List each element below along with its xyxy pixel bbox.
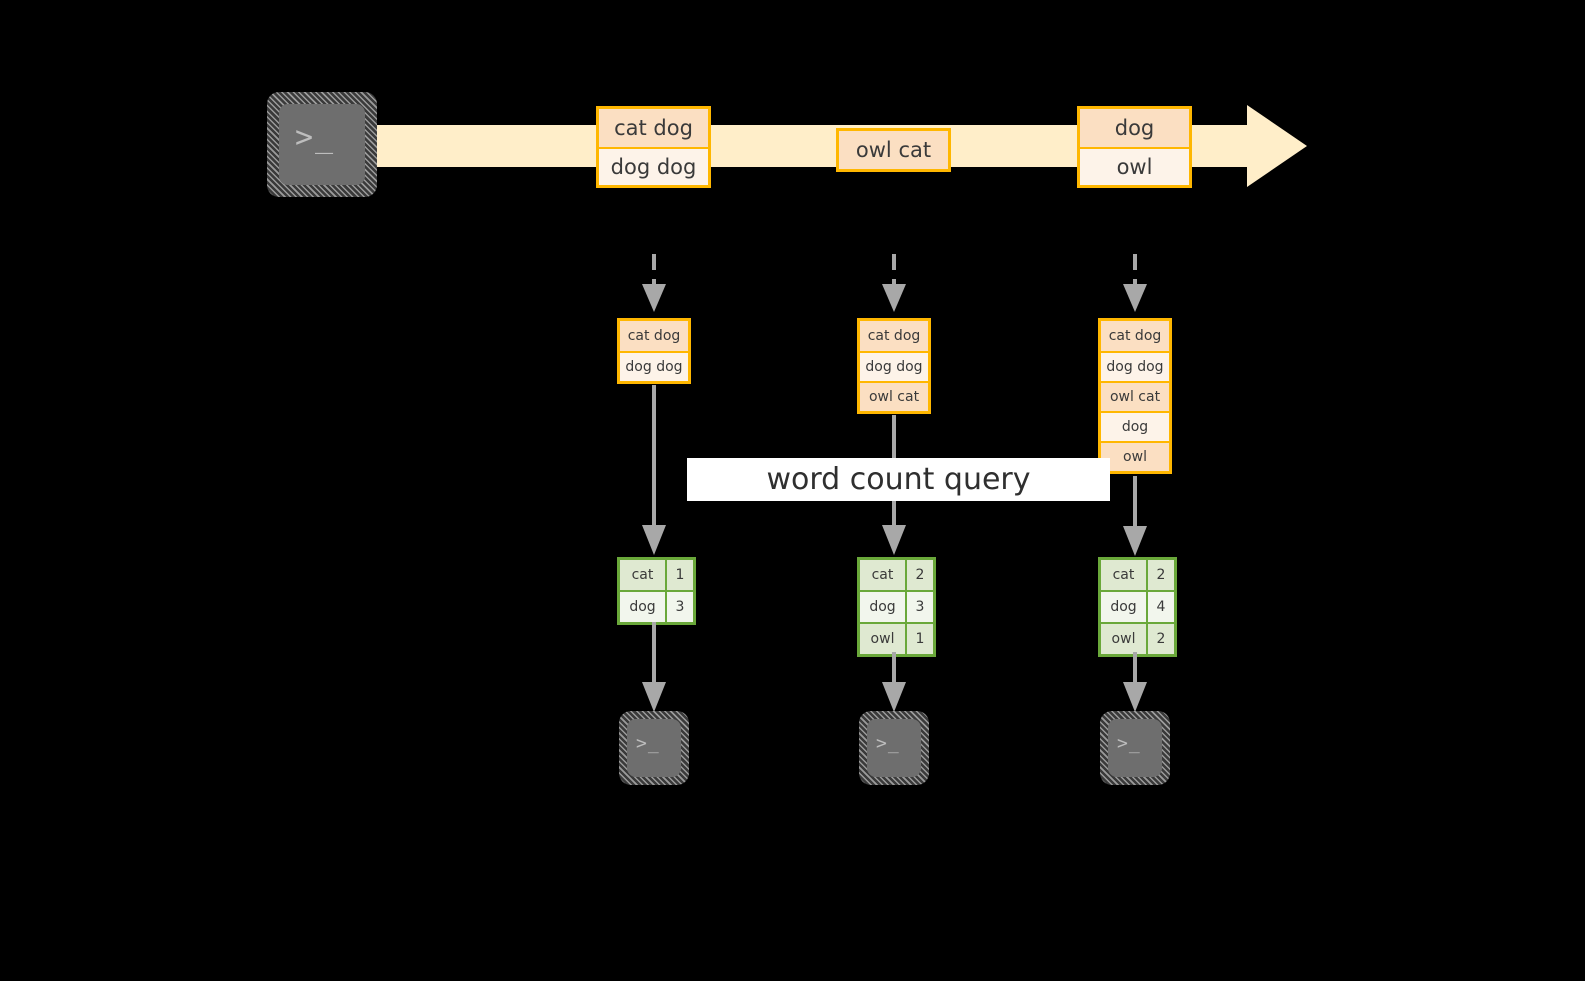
state-record: owl cat bbox=[860, 381, 928, 411]
result-table-1[interactable]: cat 1 dog 3 bbox=[617, 557, 696, 625]
sink-terminal-2[interactable]: >_ bbox=[859, 711, 929, 785]
word-cell: cat bbox=[1101, 560, 1146, 590]
dashed-down-arrow-icon bbox=[642, 284, 666, 312]
count-cell: 1 bbox=[905, 624, 933, 654]
ingest-arrow-1 bbox=[638, 254, 670, 316]
output-arrow-2 bbox=[878, 652, 910, 714]
down-arrow-icon bbox=[882, 682, 906, 712]
down-arrow-icon bbox=[642, 682, 666, 712]
stream-batch-2[interactable]: owl cat bbox=[836, 128, 951, 172]
table-row: dog 3 bbox=[620, 590, 693, 622]
table-row: dog 4 bbox=[1101, 590, 1174, 622]
word-cell: dog bbox=[1101, 592, 1146, 622]
ingest-arrow-2 bbox=[878, 254, 910, 316]
word-cell: cat bbox=[620, 560, 665, 590]
word-cell: cat bbox=[860, 560, 905, 590]
source-terminal[interactable]: >_ bbox=[267, 92, 377, 197]
stream-batch-3[interactable]: dog owl bbox=[1077, 106, 1192, 188]
state-record: cat dog bbox=[860, 321, 928, 351]
table-row: owl 1 bbox=[860, 622, 933, 654]
stream-record: owl bbox=[1080, 147, 1189, 185]
result-table-3[interactable]: cat 2 dog 4 owl 2 bbox=[1098, 557, 1177, 657]
table-row: owl 2 bbox=[1101, 622, 1174, 654]
terminal-prompt-icon: >_ bbox=[1117, 733, 1141, 754]
down-arrow-icon bbox=[1123, 526, 1147, 556]
state-record: dog dog bbox=[620, 351, 688, 381]
state-record: dog dog bbox=[860, 351, 928, 381]
count-cell: 1 bbox=[665, 560, 693, 590]
table-row: cat 2 bbox=[860, 560, 933, 590]
word-cell: dog bbox=[860, 592, 905, 622]
word-cell: owl bbox=[860, 624, 905, 654]
stream-batch-1[interactable]: cat dog dog dog bbox=[596, 106, 711, 188]
stream-record: cat dog bbox=[599, 109, 708, 147]
dashed-down-arrow-icon bbox=[882, 284, 906, 312]
accumulated-state-2[interactable]: cat dog dog dog owl cat bbox=[857, 318, 931, 414]
state-record: owl cat bbox=[1101, 381, 1169, 411]
query-banner-label: word count query bbox=[766, 462, 1031, 497]
accumulated-state-3[interactable]: cat dog dog dog owl cat dog owl bbox=[1098, 318, 1172, 474]
ingest-arrow-3 bbox=[1119, 254, 1151, 316]
count-cell: 2 bbox=[1146, 560, 1174, 590]
word-cell: owl bbox=[1101, 624, 1146, 654]
dashed-down-arrow-icon bbox=[1123, 284, 1147, 312]
stream-record: owl cat bbox=[839, 131, 948, 169]
count-cell: 4 bbox=[1146, 592, 1174, 622]
terminal-prompt-icon: >_ bbox=[295, 120, 336, 155]
down-arrow-icon bbox=[642, 525, 666, 555]
state-record: cat dog bbox=[1101, 321, 1169, 351]
table-row: cat 1 bbox=[620, 560, 693, 590]
query-banner: word count query bbox=[687, 458, 1110, 501]
output-arrow-3 bbox=[1119, 652, 1151, 714]
stream-record: dog dog bbox=[599, 147, 708, 185]
terminal-prompt-icon: >_ bbox=[636, 733, 660, 754]
query-arrow-1 bbox=[638, 385, 670, 557]
count-cell: 2 bbox=[905, 560, 933, 590]
down-arrow-icon bbox=[1123, 682, 1147, 712]
count-cell: 3 bbox=[905, 592, 933, 622]
terminal-face bbox=[279, 104, 365, 185]
accumulated-state-1[interactable]: cat dog dog dog bbox=[617, 318, 691, 384]
count-cell: 2 bbox=[1146, 624, 1174, 654]
output-arrow-1 bbox=[638, 622, 670, 714]
sink-terminal-3[interactable]: >_ bbox=[1100, 711, 1170, 785]
state-record: dog bbox=[1101, 411, 1169, 441]
query-arrow-3 bbox=[1119, 476, 1151, 558]
terminal-face bbox=[1108, 719, 1162, 777]
word-cell: dog bbox=[620, 592, 665, 622]
stream-record: dog bbox=[1080, 109, 1189, 147]
table-row: dog 3 bbox=[860, 590, 933, 622]
state-record: owl bbox=[1101, 441, 1169, 471]
sink-terminal-1[interactable]: >_ bbox=[619, 711, 689, 785]
terminal-face bbox=[867, 719, 921, 777]
down-arrow-icon bbox=[882, 525, 906, 555]
state-record: cat dog bbox=[620, 321, 688, 351]
terminal-prompt-icon: >_ bbox=[876, 733, 900, 754]
result-table-2[interactable]: cat 2 dog 3 owl 1 bbox=[857, 557, 936, 657]
state-record: dog dog bbox=[1101, 351, 1169, 381]
table-row: cat 2 bbox=[1101, 560, 1174, 590]
terminal-face bbox=[627, 719, 681, 777]
count-cell: 3 bbox=[665, 592, 693, 622]
